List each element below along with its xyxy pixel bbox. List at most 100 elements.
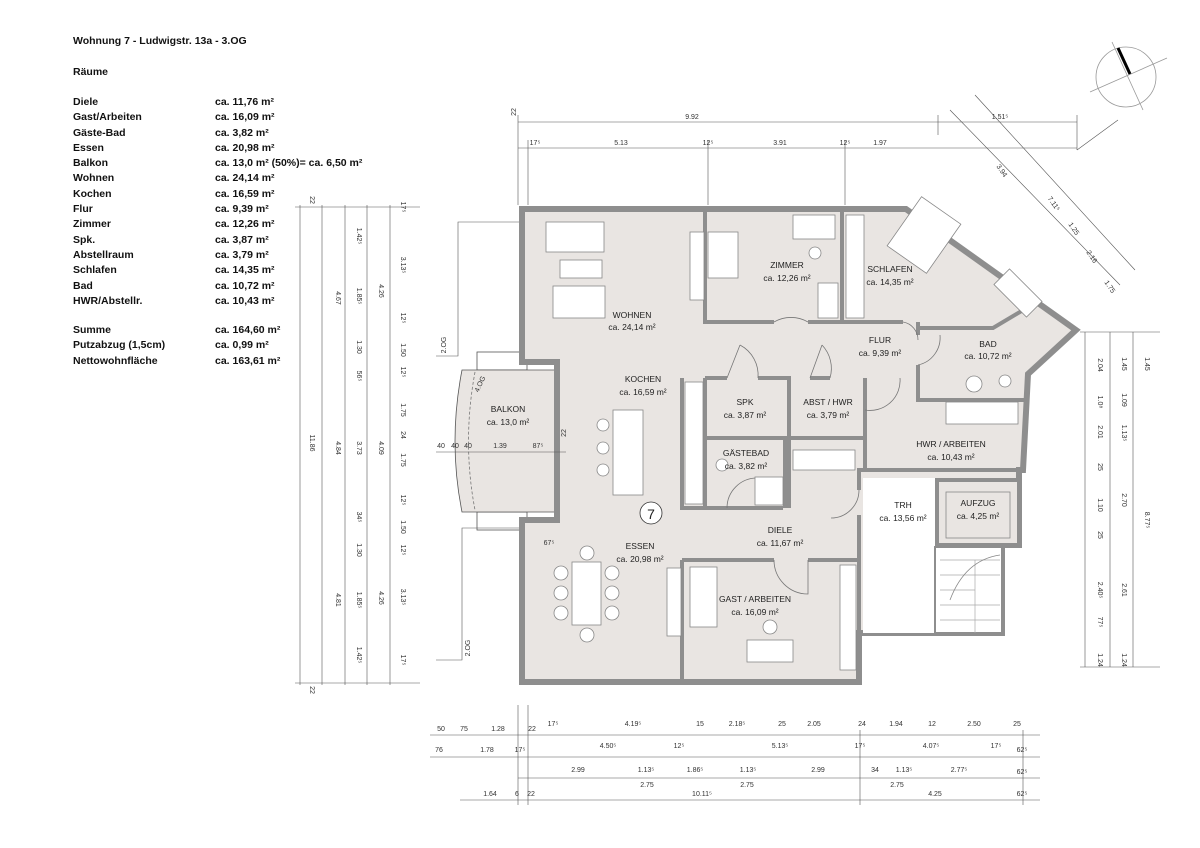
room-label-bad: BAD bbox=[979, 339, 996, 349]
room-name: Spk. bbox=[73, 233, 96, 246]
page-title: Wohnung 7 - Ludwigstr. 13a - 3.OG bbox=[73, 35, 247, 47]
dimension-label: 1.50 bbox=[399, 520, 406, 534]
room-area-spk: ca. 3,87 m² bbox=[724, 410, 767, 420]
room-row: Bad ca. 10,72 m² bbox=[73, 279, 362, 294]
room-label-balkon: BALKON bbox=[491, 404, 526, 414]
dimension-label: 24 bbox=[399, 431, 406, 439]
dimension-label: 1.0⁸ bbox=[1096, 396, 1103, 409]
dimension-label: 25 bbox=[778, 721, 786, 728]
room-name: Essen bbox=[73, 141, 104, 154]
interior-walls bbox=[680, 209, 1042, 682]
dimension-label: 4.50⁵ bbox=[600, 743, 617, 750]
dimension-label: 75 bbox=[460, 726, 468, 733]
dimension-label: 17⁵ bbox=[515, 747, 526, 754]
dimension-label: 12⁵ bbox=[399, 545, 406, 556]
dimension-label: 12⁵ bbox=[674, 743, 685, 750]
room-row: Kochen ca. 16,59 m² bbox=[73, 187, 362, 202]
dimension-label: 2.75 bbox=[890, 782, 904, 789]
dimension-label: 4.84 bbox=[334, 441, 341, 455]
dimension-label: 1.45 bbox=[1143, 357, 1150, 371]
room-name: Balkon bbox=[73, 157, 109, 170]
dimension-label: 5.13⁵ bbox=[772, 743, 789, 750]
room-area: ca. 20,98 m² bbox=[215, 141, 275, 154]
dimension-label: 17⁵ bbox=[548, 721, 559, 728]
dimension-label: 1.75 bbox=[399, 453, 406, 467]
room-label-kochen: KOCHEN bbox=[625, 374, 661, 384]
room-area-schlafen: ca. 14,35 m² bbox=[866, 277, 913, 287]
room-area-flur: ca. 9,39 m² bbox=[859, 348, 902, 358]
dimension-label: 2.70 bbox=[1120, 493, 1127, 507]
elevator bbox=[935, 478, 1021, 547]
dimension-label: 12⁵ bbox=[399, 313, 406, 324]
room-label-flur: FLUR bbox=[869, 335, 891, 345]
dimension-label: 1.13⁵ bbox=[896, 767, 913, 774]
dimension-label: 1.75 bbox=[399, 403, 406, 417]
dimension-label: 4.67 bbox=[334, 291, 341, 305]
room-name: Putzabzug (1,5cm) bbox=[73, 339, 166, 352]
room-name: Abstellraum bbox=[73, 248, 134, 261]
floor-note: 2.OG bbox=[441, 337, 448, 354]
room-label-trh: TRH bbox=[894, 500, 911, 510]
room-area: ca. 10,43 m² bbox=[215, 294, 275, 307]
dimension-label: 22 bbox=[511, 108, 518, 116]
room-name: Bad bbox=[73, 279, 93, 292]
room-name: Kochen bbox=[73, 187, 112, 200]
dimension-label: 1.25 bbox=[1066, 222, 1080, 237]
dimension-label: 12⁵ bbox=[399, 367, 406, 378]
room-row: Balkon ca. 13,0 m² (50%)= ca. 6,50 m² bbox=[73, 156, 362, 171]
room-label-diele: DIELE bbox=[768, 525, 793, 535]
room-row: Essen ca. 20,98 m² bbox=[73, 141, 362, 156]
dimension-label: 17⁵ bbox=[399, 655, 406, 666]
dimension-label: 17⁵ bbox=[530, 140, 541, 147]
room-area-hwr-arbeiten: ca. 10,43 m² bbox=[927, 452, 974, 462]
room-area: ca. 16,09 m² bbox=[215, 111, 275, 124]
unit-number: 7 bbox=[647, 506, 655, 522]
dimension-label: 5.13 bbox=[614, 140, 628, 147]
room-name: Schlafen bbox=[73, 264, 117, 277]
room-area: ca. 10,72 m² bbox=[215, 279, 275, 292]
dimension-label: 4.25 bbox=[928, 791, 942, 798]
dimension-label: 2.05 bbox=[807, 721, 821, 728]
dimension-label: 24 bbox=[858, 721, 866, 728]
dimension-label: 10.11⁵ bbox=[692, 791, 712, 798]
dimension-label: 1.10 bbox=[1096, 498, 1103, 512]
dimension-label: 3.94 bbox=[994, 164, 1008, 179]
room-area: ca. 16,59 m² bbox=[215, 187, 275, 200]
dimension-label: 22 bbox=[308, 196, 315, 204]
dimension-label: 1.13⁵ bbox=[638, 767, 655, 774]
room-label-abst-hwr: ABST / HWR bbox=[803, 397, 852, 407]
dimension-label: 1.09 bbox=[1120, 393, 1127, 407]
unit-number-badge bbox=[639, 501, 663, 525]
room-area-trh: ca. 13,56 m² bbox=[879, 513, 926, 523]
room-schedule: Wohnung 7 - Ludwigstr. 13a - 3.OG Räume … bbox=[73, 35, 362, 369]
room-area: ca. 9,39 m² bbox=[215, 203, 269, 216]
room-area: ca. 13,0 m² (50%)= ca. 6,50 m² bbox=[215, 157, 363, 170]
dimension-label: 67⁵ bbox=[544, 540, 555, 547]
dimension-label: 1.30 bbox=[355, 543, 362, 557]
dimension-label: 17⁵ bbox=[855, 743, 866, 750]
dimension-label: 1.24 bbox=[1096, 653, 1103, 667]
room-label-hwr-arbeiten: HWR / ARBEITEN bbox=[916, 439, 985, 449]
room-name: Zimmer bbox=[73, 218, 111, 231]
dimension-label: 2.99 bbox=[571, 767, 585, 774]
dimension-label: 2.75 bbox=[740, 782, 754, 789]
dimension-label: 1.94 bbox=[889, 721, 903, 728]
room-label-zimmer: ZIMMER bbox=[770, 260, 804, 270]
room-area-balkon: ca. 13,0 m² bbox=[487, 417, 530, 427]
dimension-label: 2.16 bbox=[1084, 250, 1098, 265]
dimension-label: 12 bbox=[928, 721, 936, 728]
dimension-label: 12⁵ bbox=[840, 140, 851, 147]
room-area-gaestebad: ca. 3,82 m² bbox=[725, 461, 768, 471]
room-name: Flur bbox=[73, 203, 93, 216]
dimension-label: 77⁵ bbox=[1096, 617, 1103, 628]
room-row: Putzabzug (1,5cm)ca. 0,99 m² bbox=[73, 338, 362, 353]
room-label-essen: ESSEN bbox=[626, 541, 655, 551]
